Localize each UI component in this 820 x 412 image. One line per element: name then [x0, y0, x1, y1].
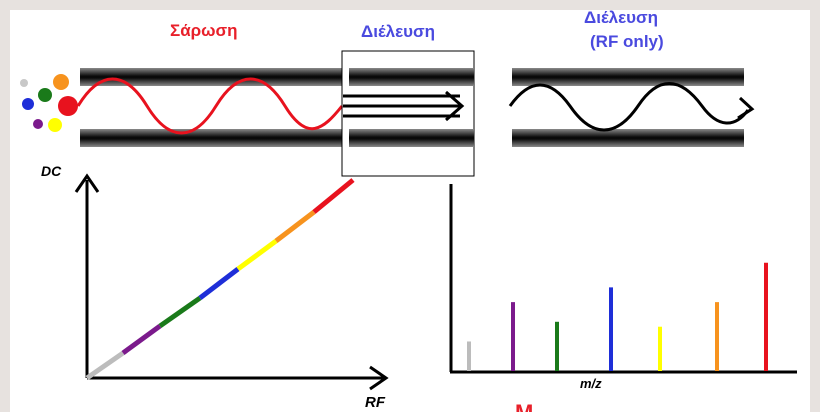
rod-rf-top [512, 68, 744, 86]
black-ion-trajectory [508, 82, 750, 132]
ion-cluster [20, 74, 78, 132]
ion-red [58, 96, 78, 116]
scan-segment-yellow [236, 238, 278, 272]
ion-orange [53, 74, 69, 90]
label-scan: Σάρωση [170, 21, 238, 40]
rod-scan-top [80, 68, 342, 86]
label-pass-rf-line1: Διέλευση [584, 10, 659, 27]
label-pass-rf-line2: (RF only) [590, 32, 664, 51]
pass-arrows [343, 90, 465, 122]
rod-pass-bottom [349, 129, 474, 147]
scan-segment-gray [85, 350, 125, 381]
axis-label-dc: DC [41, 163, 62, 179]
scan-segment-orange [274, 210, 316, 243]
ion-yellow [48, 118, 62, 132]
scan-line [85, 178, 355, 381]
axis-label-rf: RF [365, 394, 385, 411]
quadrupole-diagram: Σάρωση Διέλευση Διέλευση (RF only) DC RF… [10, 10, 810, 412]
scan-segment-purple [121, 323, 162, 356]
rod-pass-top [349, 68, 474, 86]
dc-rf-axes [74, 173, 389, 391]
axis-label-mz: m/z [580, 376, 602, 391]
red-ion-trajectory [76, 77, 344, 135]
spectrum-axes [449, 184, 797, 374]
spectrum-peaks [467, 262, 768, 371]
scan-segment-green [158, 295, 202, 329]
rod-scan-bottom [80, 129, 342, 147]
ion-gray [20, 79, 28, 87]
diagram-canvas [20, 50, 797, 391]
pass-frame [341, 50, 475, 177]
bottom-partial-label: Μ [515, 400, 533, 412]
ion-green [38, 88, 52, 102]
scan-segment-blue [198, 267, 240, 300]
rf-trajectory-arrowhead [737, 96, 755, 120]
ion-blue [22, 98, 34, 110]
ion-purple [33, 119, 43, 129]
scan-segment-red [312, 178, 355, 214]
rod-rf-bottom [512, 129, 744, 147]
label-pass: Διέλευση [361, 22, 436, 41]
